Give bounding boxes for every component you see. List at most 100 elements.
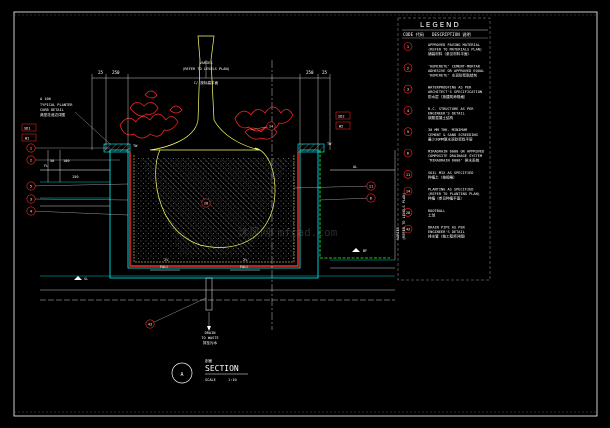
level-bf: BF xyxy=(363,249,367,253)
callout-number: 3 xyxy=(30,197,32,201)
legend-description-line: 'KEMCRETE' CEMENT-MORTAR xyxy=(428,64,481,68)
legend-description-line: ENGINEER'S DETAIL xyxy=(428,112,465,116)
callout-bubble xyxy=(26,143,36,153)
legend-code: 1 xyxy=(407,45,409,49)
varies-top-3: C/ 按标高平面 xyxy=(194,80,219,85)
fall-pct-left: 2% xyxy=(164,258,169,262)
level-marker-sl xyxy=(74,276,82,280)
legend-description-line: ROOTBALL xyxy=(428,209,445,213)
legend-description-line: R.C. STRUCTURE AS PER xyxy=(428,107,474,111)
callout-number: 11 xyxy=(369,184,373,188)
legend-description-line: WATERPROOFING AS PER xyxy=(428,86,472,90)
callout-bubble xyxy=(201,198,211,208)
fall-pct-right: 2% xyxy=(243,258,248,262)
legend-description-line: SOIL MIX AS SPECIFIED xyxy=(428,171,473,175)
callout-number: 4 xyxy=(30,209,32,213)
right-drainage-line xyxy=(319,150,390,259)
varies-top-1: VARIES xyxy=(200,61,213,65)
legend-code-bubble xyxy=(403,63,413,73)
legend-code: 4 xyxy=(407,109,409,113)
typical-planter-3: 典型花池边详图 xyxy=(40,112,66,117)
section-title: SECTION xyxy=(205,364,239,373)
callout-bubble xyxy=(266,121,276,131)
typical-planter-1: TYPICAL PLANTER xyxy=(40,103,73,107)
callout-bubble xyxy=(366,193,376,203)
legend-code: 3 xyxy=(407,88,409,92)
callout-bubble xyxy=(26,155,36,165)
callout-number: 14 xyxy=(269,124,273,128)
legend-code: 14 xyxy=(406,190,410,194)
tag-sd2: SD2 xyxy=(338,115,345,119)
dim-250-left: 250 xyxy=(112,70,120,75)
legend-description-line: ADHESIVE OR APPROVED EQUAL xyxy=(428,69,484,73)
typical-planter-ref: A 100 xyxy=(40,97,51,101)
level-fl: FL xyxy=(44,164,48,168)
tag-sd1: SD1 xyxy=(24,127,31,131)
legend-description-line: DRAIN PIPE AS PER xyxy=(428,226,466,230)
callout-bubble xyxy=(26,206,36,216)
legend-description-line: CEMENT & SAND SCREEDING xyxy=(428,133,478,137)
level-marker-bf xyxy=(352,248,360,252)
level-tw-left: TW xyxy=(133,144,138,148)
legend-code-bubble xyxy=(403,148,413,158)
legend-description-line: (REFER TO MATERIALS PLAN) xyxy=(428,48,482,52)
legend-code-bubble xyxy=(403,42,413,51)
drain-pipe xyxy=(205,277,213,311)
legend-description-line: 排水管（按工程师详图） xyxy=(428,234,468,239)
legend-code-bubble xyxy=(403,170,413,179)
callout-leader xyxy=(30,183,129,187)
dim-25-left: 25 xyxy=(98,70,104,75)
varies-right-2: (REFER TO LEVELS PLAN) xyxy=(402,192,406,240)
callout-number: 5 xyxy=(30,184,32,188)
callout-number: 6 xyxy=(370,196,372,200)
callout-leader xyxy=(319,197,372,201)
drain-arrow-head xyxy=(207,326,211,331)
scale-value: 1:10 xyxy=(228,378,237,382)
legend-description-line: 'MIRADRAIN 6000' 排水系统 xyxy=(428,158,480,163)
callout-bubble xyxy=(145,319,155,329)
scale-label: SCALE xyxy=(205,378,216,382)
legend-description-line: 钢筋混凝土结构 xyxy=(428,115,454,120)
section-title-cn: 剖面 xyxy=(205,358,213,363)
callout-bubble xyxy=(26,181,36,191)
dimensions xyxy=(47,60,396,260)
legend-code: 43 xyxy=(406,228,410,232)
tag-w1-box xyxy=(21,133,37,142)
typical-planter-leader xyxy=(74,111,111,145)
legend-code-bubble xyxy=(403,208,413,217)
dim-25-right: 25 xyxy=(322,70,328,75)
tag-sd1-box xyxy=(21,123,37,132)
legend-col-desc: DESCRIPTION 说明 xyxy=(432,31,471,38)
callout-bubble xyxy=(366,181,376,191)
varies-right-1: VARIES xyxy=(396,227,400,240)
legend-description-line: ENGINEER'S DETAIL xyxy=(428,230,465,234)
legend-description-line: 种植（参见种植平面） xyxy=(428,196,464,201)
callout-leader xyxy=(149,297,207,325)
legend-description-line: ARCHITECT'S SPECIFICATION xyxy=(428,90,482,94)
legend-code: 6 xyxy=(407,152,409,156)
legend-description-line: 防水层（按建筑师规格） xyxy=(428,94,468,99)
ground-lines xyxy=(40,169,395,301)
legend-description-line: 30 MM THK. MINIMUM xyxy=(428,128,468,132)
right-coping xyxy=(297,143,325,153)
callout-number: 2 xyxy=(30,158,32,162)
dim-100: 100 xyxy=(63,159,70,163)
callout-bubble xyxy=(26,194,36,204)
legend-description-line: PLANTING AS SPECIFIED xyxy=(428,188,473,192)
section-mark-circle xyxy=(171,362,193,384)
level-al: AL xyxy=(353,165,357,169)
legend-code: 2 xyxy=(407,66,409,70)
watermark: 沐风网 mfcad.com xyxy=(238,226,338,239)
fall-right: FALL xyxy=(240,265,249,269)
legend-description-line: MIRADRAIN 6000 OR APPROVED xyxy=(428,150,484,154)
legend-col-code: CODE 代码 xyxy=(403,31,424,38)
sheet-border xyxy=(13,11,598,417)
legend-description-line: COMPOSITE DRAINAGE SYSTEM xyxy=(428,154,483,158)
legend-code-bubble xyxy=(403,186,413,196)
legend-code-bubble xyxy=(403,106,413,115)
callout-number: 43 xyxy=(148,322,152,326)
